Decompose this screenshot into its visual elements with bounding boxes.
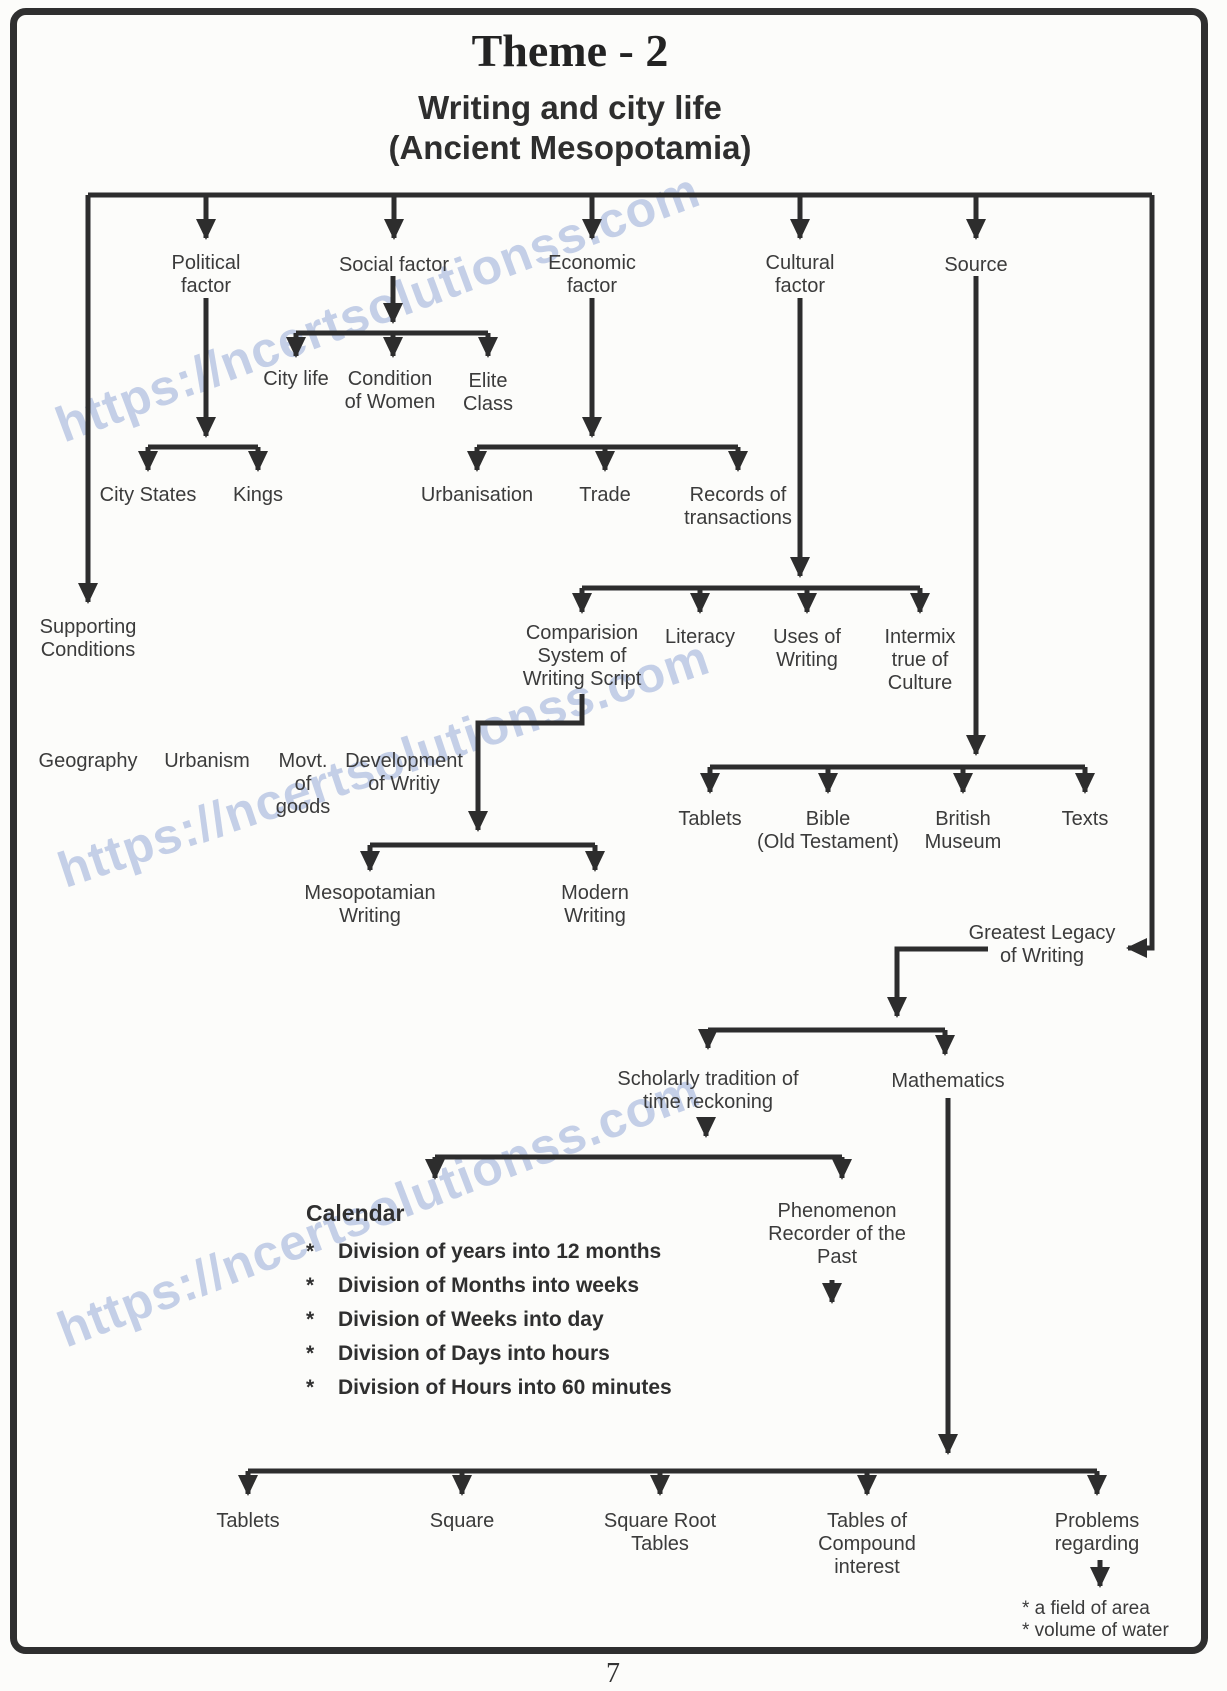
node-greatest-legacy: Greatest Legacy of Writing xyxy=(968,922,1116,967)
top-level-connectors xyxy=(78,192,1155,958)
bullet-star: * xyxy=(306,1342,315,1365)
cultural-branch xyxy=(572,298,930,615)
node-problems-notes: * a field of area * volume of water xyxy=(1022,1598,1169,1641)
node-political-factor: Political factor xyxy=(171,252,241,297)
node-city-states: City States xyxy=(99,484,197,506)
node-phenomenon-recorder: Phenomenon Recorder of the Past xyxy=(768,1200,906,1268)
calendar-item-text: Division of Weeks into day xyxy=(338,1308,604,1331)
chapter-subtitle: (Ancient Mesopotamia) xyxy=(388,128,752,166)
calendar-item: * Division of Days into hours xyxy=(306,1343,746,1364)
calendar-title: Calendar xyxy=(306,1200,405,1226)
node-urbanisation: Urbanisation xyxy=(420,484,534,506)
node-problems-regarding: Problems regarding xyxy=(1054,1510,1140,1555)
arrow-to-greatest-legacy xyxy=(1125,195,1155,958)
node-literacy: Literacy xyxy=(664,626,736,648)
node-elite-class: Elite Class xyxy=(462,370,514,415)
social-branch xyxy=(286,276,498,359)
node-scholarly-tradition: Scholarly tradition of time reckoning xyxy=(617,1068,799,1113)
node-intermix-true-of-culture: Intermix true of Culture xyxy=(884,626,956,694)
node-urbanism: Urbanism xyxy=(164,750,250,772)
chapter-title: Writing and city life xyxy=(418,88,722,126)
node-mathematics: Mathematics xyxy=(891,1070,1005,1092)
node-development-of-writiy: Development of Writiy xyxy=(345,750,463,795)
node-comparision-system: Comparision System of Writing Script xyxy=(522,622,642,690)
node-mesopotamian-writing: Mesopotamian Writing xyxy=(304,882,436,927)
bullet-star: * xyxy=(306,1376,315,1399)
source-branch xyxy=(700,276,1095,795)
node-cultural-factor: Cultural factor xyxy=(765,252,835,297)
node-city-life: City life xyxy=(263,368,329,390)
bullet-star: * xyxy=(306,1274,315,1297)
node-geography: Geography xyxy=(38,750,138,772)
node-supporting-conditions: Supporting Conditions xyxy=(39,616,137,661)
mathematics-branch xyxy=(238,1098,1110,1589)
node-british-museum: British Museum xyxy=(924,808,1002,853)
calendar-item-text: Division of Months into weeks xyxy=(338,1274,640,1297)
node-tablets-math: Tablets xyxy=(216,1510,280,1532)
calendar-item-text: Division of Days into hours xyxy=(338,1342,610,1365)
node-social-factor: Social factor xyxy=(338,254,450,276)
calendar-item: * Division of Hours into 60 minutes xyxy=(306,1377,746,1398)
calendar-item: * Division of years into 12 months xyxy=(306,1241,746,1262)
page-number: 7 xyxy=(606,1658,620,1689)
node-modern-writing: Modern Writing xyxy=(561,882,629,927)
node-condition-of-women: Condition of Women xyxy=(344,368,436,413)
title-block: Theme - 2 Writing and city life (Ancient… xyxy=(388,25,752,167)
bullet-star: * xyxy=(306,1308,315,1331)
calendar-item: * Division of Weeks into day xyxy=(306,1309,746,1330)
node-bible-old-testament: Bible (Old Testament) xyxy=(757,808,899,853)
node-economic-factor: Economic factor xyxy=(548,252,636,297)
theme-heading: Theme - 2 xyxy=(471,25,669,76)
calendar-item: * Division of Months into weeks xyxy=(306,1275,746,1296)
node-kings: Kings xyxy=(232,484,284,506)
node-movt-of-goods: Movt. of goods xyxy=(275,750,331,818)
node-square: Square xyxy=(429,1510,495,1532)
legacy-elbow xyxy=(887,946,988,1019)
node-square-root-tables: Square Root Tables xyxy=(603,1510,717,1555)
comparision-elbow xyxy=(468,694,585,833)
node-records-of-transactions: Records of transactions xyxy=(684,484,792,529)
calendar-item-text: Division of Hours into 60 minutes xyxy=(338,1376,672,1399)
page-border-frame xyxy=(10,8,1208,1654)
writing-script-branch xyxy=(360,694,605,873)
calendar-section: Calendar * Division of years into 12 mon… xyxy=(306,1200,746,1399)
legacy-branch xyxy=(698,946,988,1057)
node-uses-of-writing: Uses of Writing xyxy=(773,626,841,671)
node-tablets-source: Tablets xyxy=(678,808,742,830)
political-branch xyxy=(138,298,268,473)
calendar-item-text: Division of years into 12 months xyxy=(338,1240,662,1263)
node-trade: Trade xyxy=(579,484,631,506)
node-tables-of-compound-interest: Tables of Compound interest xyxy=(818,1510,916,1578)
node-source: Source xyxy=(944,254,1008,276)
scholarly-branch xyxy=(425,1117,852,1305)
node-texts: Texts xyxy=(1061,808,1109,830)
bullet-star: * xyxy=(306,1240,315,1263)
economic-branch xyxy=(467,298,748,473)
